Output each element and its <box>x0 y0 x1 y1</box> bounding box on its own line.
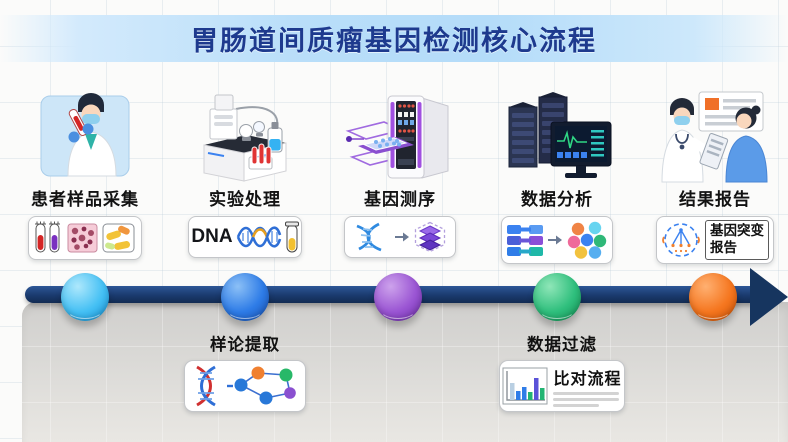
test-tube-icon <box>284 221 299 253</box>
dna-extraction-card: DNA <box>188 216 302 258</box>
substep-label-filtering: 数据过滤 <box>527 336 597 354</box>
milestone-dot-2 <box>221 273 269 321</box>
extraction-card <box>184 360 306 412</box>
stage-label-data-analysis: 数据分析 <box>521 190 593 209</box>
substep-sample-extraction: 样论提取 <box>170 334 320 412</box>
dna-helix-icon <box>236 226 281 248</box>
mutation-diagram-icon <box>662 223 700 257</box>
milestone-dot-3 <box>374 273 422 321</box>
stage-sequencing: 基因测序 <box>325 86 475 258</box>
milestone-dot-4 <box>533 273 581 321</box>
stage-label-lab-processing: 实验处理 <box>209 190 281 209</box>
doctor-patient-consult-illustration-icon <box>659 86 771 188</box>
network-graph-icon <box>226 366 296 405</box>
server-workstation-illustration-icon <box>499 86 615 188</box>
lab-equipment-illustration-icon <box>194 86 296 188</box>
sample-types-icons <box>35 221 135 253</box>
alignment-text-block: 比对流程 <box>553 365 621 407</box>
analysis-flow-card <box>501 216 613 264</box>
stage-lab-processing: 实验处理 DNA <box>170 86 320 258</box>
text-line-placeholder <box>553 404 600 407</box>
mutation-report-line2: 报告 <box>710 240 737 255</box>
timeline-arrowhead-icon <box>750 268 788 326</box>
stage-sample-collection: 患者样品采集 <box>10 86 160 260</box>
arrow-right-icon <box>395 232 409 242</box>
alignment-label: 比对流程 <box>553 371 622 388</box>
text-line-placeholder <box>553 392 620 395</box>
doctor-sampling-illustration-icon <box>35 86 135 188</box>
mutation-report-card: 基因突变 报告 <box>656 216 774 264</box>
substep-label-extraction: 样论提取 <box>210 336 280 354</box>
alignment-flow-card: 比对流程 <box>499 360 625 412</box>
connector-blocks-icon <box>507 225 543 256</box>
sequencing-output-card <box>344 216 456 258</box>
dna-double-helix-icon <box>195 365 216 407</box>
lower-panel <box>22 302 788 442</box>
milestone-dot-5 <box>689 273 737 321</box>
bar-chart-icon <box>502 367 548 405</box>
cluster-circles-icon <box>567 221 607 259</box>
stage-data-analysis: 数据分析 <box>482 86 632 264</box>
substep-data-filtering: 数据过滤 比对流程 <box>487 334 637 412</box>
dna-label: DNA <box>191 226 233 247</box>
title-banner: 胃肠道间质瘤基因检测核心流程 <box>0 15 788 62</box>
sample-types-card <box>28 216 142 260</box>
arrow-right-icon <box>548 235 562 245</box>
milestone-dot-1 <box>61 273 109 321</box>
stage-label-sample-collection: 患者样品采集 <box>31 190 139 209</box>
text-line-placeholder <box>553 398 620 401</box>
stage-result-report: 结果报告 基因突变 报告 <box>640 86 788 264</box>
page-title: 胃肠道间质瘤基因检测核心流程 <box>191 26 597 56</box>
data-stack-icon <box>414 221 446 253</box>
mutation-report-line1: 基因突变 <box>710 223 764 239</box>
mutation-report-label: 基因突变 报告 <box>705 220 769 260</box>
stage-label-sequencing: 基因测序 <box>364 190 436 209</box>
stage-label-result-report: 结果报告 <box>679 190 751 209</box>
sequencer-machine-illustration-icon <box>344 86 456 188</box>
dna-helix-icon <box>356 222 382 252</box>
